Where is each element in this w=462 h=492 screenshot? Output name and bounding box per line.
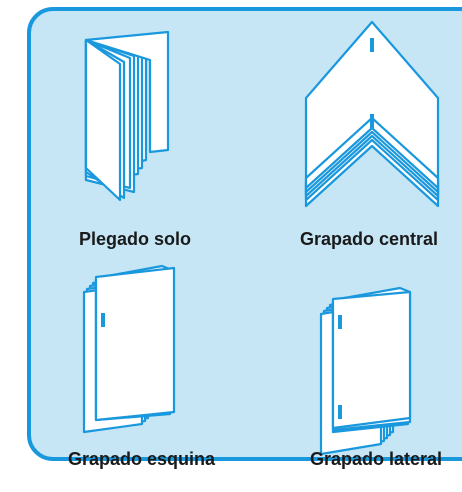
label-side-stapled: Grapado lateral [310,449,443,469]
corner-stapled-pages-icon [82,264,176,434]
folded-booklet-icon [84,30,170,202]
side-stapled-pages-icon [319,286,412,456]
label-center-stapled: Grapado central [300,229,439,249]
label-folded-only: Plegado solo [79,229,192,249]
label-corner-stapled: Grapado esquina [68,449,216,469]
